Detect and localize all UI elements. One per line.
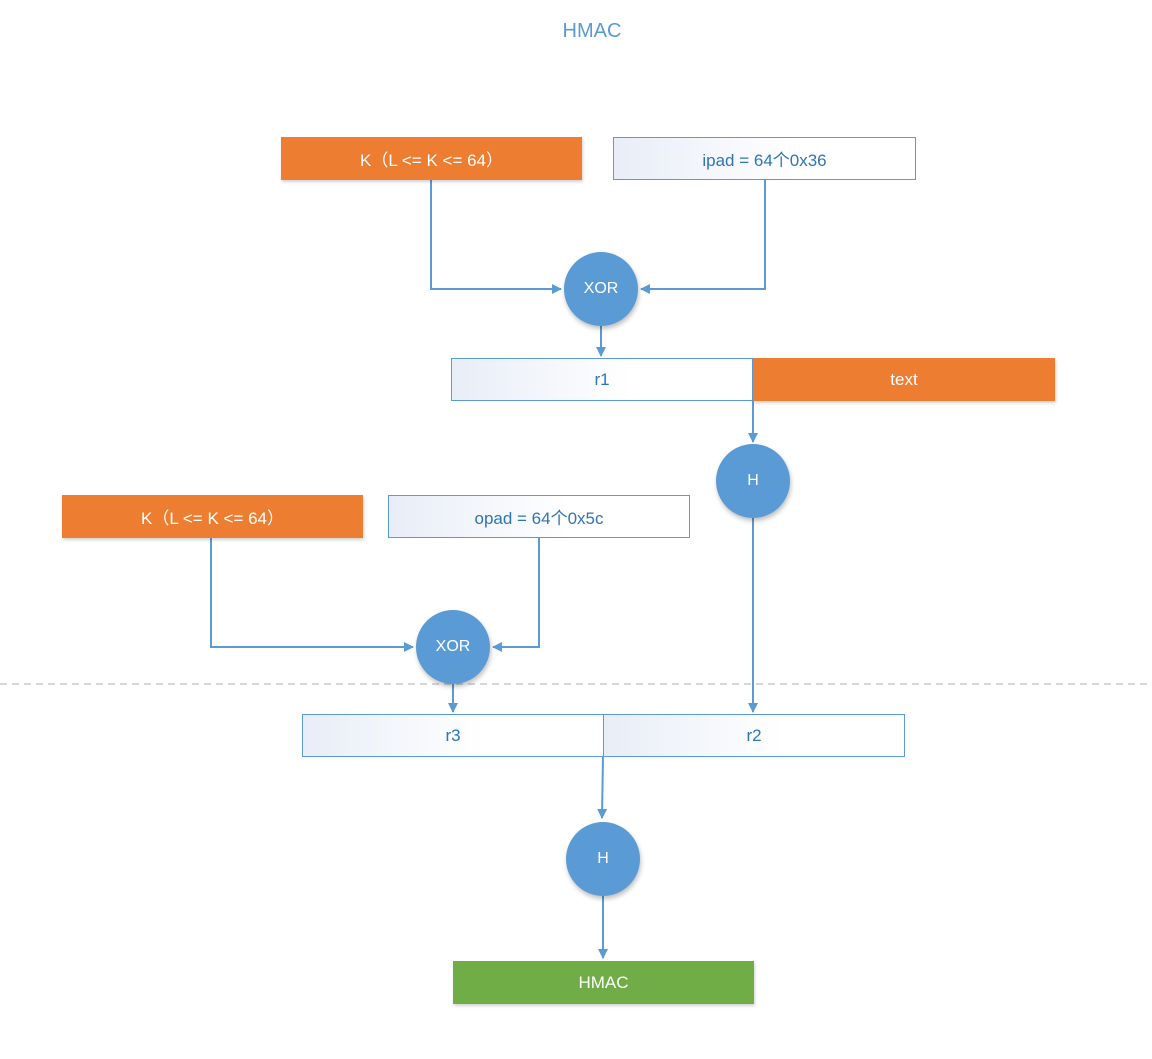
connector-opad-to-xor	[492, 538, 540, 652]
connector-k-bottom-to-xor	[210, 538, 414, 652]
text-box: text	[753, 358, 1055, 401]
r1-box: r1	[451, 358, 753, 401]
r2-box: r2	[603, 714, 905, 757]
hash-node-bottom: H	[566, 822, 640, 896]
hmac-output-box: HMAC	[453, 961, 754, 1004]
diagram-title: HMAC	[562, 20, 622, 42]
xor-node-top: XOR	[564, 252, 638, 326]
key-box-top: K（L <= K <= 64）	[281, 137, 582, 180]
r3-box: r3	[302, 714, 604, 757]
hash-node-middle: H	[716, 444, 790, 518]
opad-box: opad = 64个0x5c	[388, 495, 690, 538]
ipad-box: ipad = 64个0x36	[613, 137, 916, 180]
connector-ipad-to-xor	[640, 180, 766, 294]
key-box-bottom: K（L <= K <= 64）	[62, 495, 363, 538]
connector-k-top-to-xor	[430, 180, 562, 294]
xor-node-bottom: XOR	[416, 610, 490, 684]
